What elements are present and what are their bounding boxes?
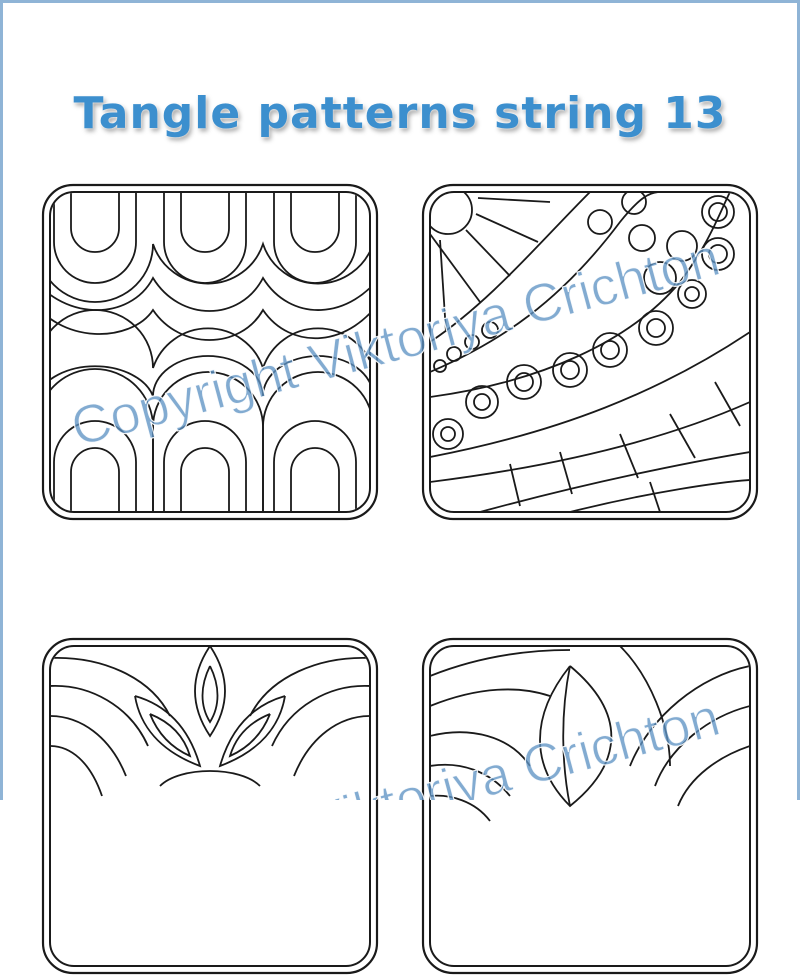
pattern-tile-leaf-curves [420,636,760,976]
pattern-tile-sun-rays-and-circles [420,182,760,522]
pattern-tile-nested-arches [40,182,380,522]
pattern-tile-petal-flower [40,636,380,976]
page-title: Tangle patterns string 13 [73,88,727,139]
